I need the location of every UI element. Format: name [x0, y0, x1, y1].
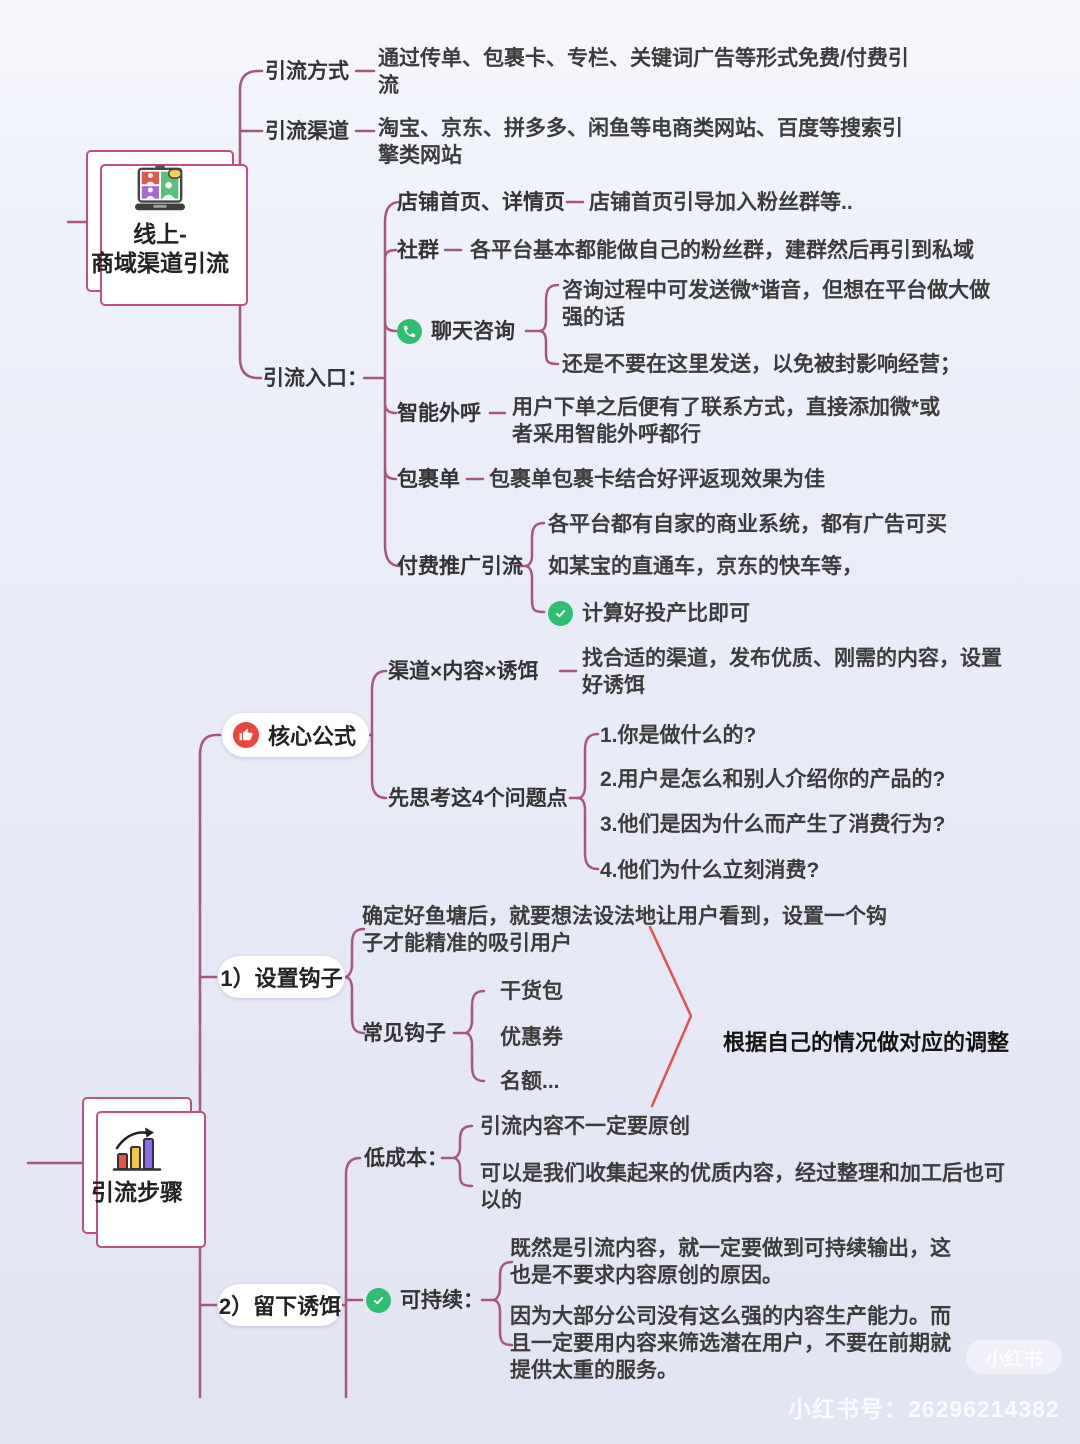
- node-roi-check-label: 计算好投产比即可: [582, 602, 750, 625]
- phone-icon: [397, 319, 422, 344]
- node-step1-label: 1）设置钩子: [220, 966, 343, 991]
- node-roi-check[interactable]: 计算好投产比即可: [548, 600, 750, 627]
- node-chat-consult-label: 聊天咨询: [431, 320, 515, 343]
- node-step2-label: 2）留下诱饵: [218, 1294, 342, 1319]
- node-sustainable-label: 可持续：: [400, 1289, 484, 1312]
- thumbs-up-badge-icon: [233, 722, 259, 748]
- node-package-slip[interactable]: 包裹单: [397, 468, 460, 491]
- node-question-2[interactable]: 2.用户是怎么和别人介绍你的产品的?: [600, 768, 946, 791]
- check-circle-icon: [366, 1288, 391, 1313]
- node-core-formula-label: 核心公式: [268, 724, 357, 749]
- node-formula-desc[interactable]: 找合适的渠道，发布优质、刚需的内容，设置好诱饵: [582, 647, 1002, 697]
- node-package-slip-desc[interactable]: 包裹单包裹卡结合好评返现效果为佳: [489, 468, 825, 491]
- node-step2-leave-bait[interactable]: 2）留下诱饵: [218, 1284, 342, 1326]
- node-low-cost-note1[interactable]: 引流内容不一定要原创: [480, 1115, 690, 1138]
- root1-title: 线上- 商域渠道引流: [91, 221, 229, 276]
- node-community-desc[interactable]: 各平台基本都能做自己的粉丝群，建群然后再引到私域: [470, 239, 974, 262]
- xiaohongshu-badge: 小红书: [966, 1340, 1062, 1374]
- node-hook-quota[interactable]: 名额...: [500, 1070, 560, 1093]
- node-traffic-method-desc[interactable]: 通过传单、包裹卡、专栏、关键词广告等形式免费/付费引流: [378, 47, 909, 97]
- node-sustainable-note2[interactable]: 因为大部分公司没有这么强的内容生产能力。而且一定要用内容来筛选潜在用户，不要在前…: [510, 1305, 951, 1382]
- node-low-cost[interactable]: 低成本：: [364, 1147, 448, 1170]
- node-chat-consult-note1[interactable]: 咨询过程中可发送微*谐音，但想在平台做大做强的话: [562, 279, 991, 329]
- node-smart-outbound[interactable]: 智能外呼: [397, 402, 481, 425]
- node-question-3[interactable]: 3.他们是因为什么而产生了消费行为?: [600, 813, 946, 836]
- node-community[interactable]: 社群: [397, 239, 439, 262]
- node-shop-homepage-desc[interactable]: 店铺首页引导加入粉丝群等..: [589, 191, 853, 214]
- node-paid-promotion[interactable]: 付费推广引流: [397, 555, 523, 578]
- node-chat-consult-note2[interactable]: 还是不要在这里发送，以免被封影响经营；: [562, 353, 961, 376]
- check-circle-icon: [548, 601, 573, 626]
- node-adjust-note[interactable]: 根据自己的情况做对应的调整: [723, 1030, 1010, 1055]
- node-smart-outbound-desc[interactable]: 用户下单之后便有了联系方式，直接添加微*或者采用智能外呼都行: [512, 396, 941, 446]
- node-question-4[interactable]: 4.他们为什么立刻消费?: [600, 859, 820, 882]
- node-traffic-entry[interactable]: 引流入口：: [263, 367, 368, 390]
- node-shop-homepage[interactable]: 店铺首页、详情页: [397, 191, 565, 214]
- node-paid-promotion-note1[interactable]: 各平台都有自家的商业系统，都有广告可买: [548, 513, 947, 536]
- node-sustainable-note1[interactable]: 既然是引流内容，就一定要做到可持续输出，这也是不要求内容原创的原因。: [510, 1237, 951, 1287]
- node-sustainable[interactable]: 可持续：: [366, 1287, 484, 1314]
- node-question-1[interactable]: 1.你是做什么的?: [600, 724, 757, 747]
- node-hook-coupon[interactable]: 优惠券: [500, 1026, 563, 1049]
- bar-chart-growth-icon: [112, 1127, 162, 1171]
- node-traffic-method[interactable]: 引流方式: [265, 60, 349, 83]
- node-low-cost-note2[interactable]: 可以是我们收集起来的优质内容，经过整理和加工后也可以的: [480, 1162, 1005, 1212]
- node-formula-channel-content-bait[interactable]: 渠道×内容×诱饵: [388, 660, 539, 683]
- node-traffic-channel-desc[interactable]: 淘宝、京东、拼多多、闲鱼等电商类网站、百度等搜索引擎类网站: [378, 117, 903, 167]
- node-common-hooks[interactable]: 常见钩子: [362, 1022, 446, 1045]
- root2-title: 引流步骤: [91, 1179, 183, 1205]
- laptop-video-call-icon: [134, 164, 186, 211]
- node-paid-promotion-note2[interactable]: 如某宝的直通车，京东的快车等，: [548, 555, 863, 578]
- node-chat-consult[interactable]: 聊天咨询: [397, 318, 515, 345]
- node-root-online-channel[interactable]: 线上- 商域渠道引流: [86, 150, 248, 306]
- node-core-formula[interactable]: 核心公式: [222, 713, 369, 757]
- node-set-hook-desc[interactable]: 确定好鱼塘后，就要想法设法地让用户看到，设置一个钩子才能精准的吸引用户: [362, 905, 887, 955]
- node-think-four-questions[interactable]: 先思考这4个问题点: [388, 787, 568, 810]
- node-root-traffic-steps[interactable]: 引流步骤: [82, 1097, 206, 1248]
- node-traffic-channel[interactable]: 引流渠道: [265, 120, 349, 143]
- xiaohongshu-badge-label: 小红书: [985, 1348, 1043, 1370]
- node-step1-set-hook[interactable]: 1）设置钩子: [218, 956, 345, 998]
- xiaohongshu-uid: 小红书号：26296214382: [788, 1396, 1060, 1422]
- node-hook-drypack[interactable]: 干货包: [500, 980, 563, 1003]
